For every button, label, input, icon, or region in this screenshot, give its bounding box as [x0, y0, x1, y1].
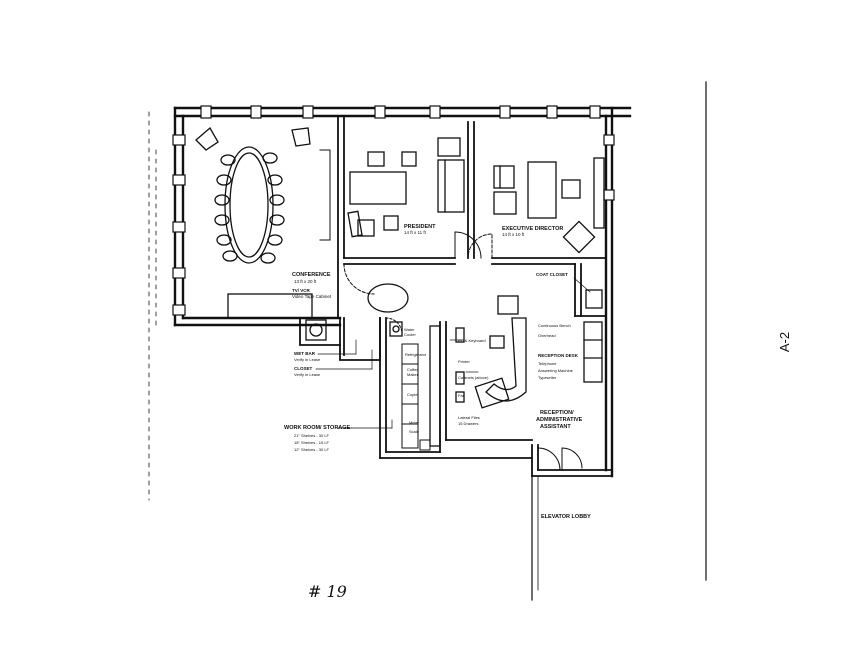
- coat-closet-label: COAT CLOSET: [536, 272, 568, 277]
- closet-note: Verify in Lease: [294, 372, 321, 377]
- cabinets-label: Cabinets (above): [458, 375, 489, 380]
- executive-furniture: [493, 157, 605, 254]
- scan-edge-marks: [148, 111, 157, 501]
- printer-label: Printer: [458, 359, 470, 364]
- closet-label: CLOSET: [294, 366, 313, 371]
- reception-label-3: ASSISTANT: [540, 424, 571, 430]
- work-room-shelves: [401, 343, 431, 451]
- coffee-label-2: Maker: [407, 372, 419, 377]
- typewriter-label: Typewriter: [538, 375, 557, 380]
- president-label: PRESIDENT: [404, 224, 436, 230]
- window-mullions: [172, 105, 615, 316]
- copier-label: Copier: [407, 392, 419, 397]
- water-cooler-label-1: Water: [404, 327, 415, 332]
- refrigerator-label: Refrigerator: [405, 352, 427, 357]
- water-cooler-label-2: Cooler: [404, 332, 416, 337]
- continuous-bench-label: Continuous Bench: [538, 323, 571, 328]
- telephone-label: Telephone: [538, 361, 557, 366]
- reception-furniture: [305, 283, 603, 447]
- reception-label-1: RECEPTION/: [540, 410, 574, 416]
- sheet-number: A-2: [777, 332, 792, 352]
- coffee-label-1: Coffee: [407, 367, 419, 372]
- executive-director-size: 14 ft x 10 ft: [502, 232, 525, 237]
- room-labels: CONFERENCE 13 ft x 20 ft TV/ VCR Video T…: [284, 224, 591, 520]
- leader-lines: [315, 277, 591, 429]
- pc-keyboard-label: PC & Keyboard: [458, 338, 486, 343]
- tv-vcr-label: TV/ VCR: [292, 288, 311, 293]
- fax-label: Fax: [458, 393, 465, 398]
- reception-label-2: ADMINISTRATIVE: [536, 417, 583, 423]
- conference-table: [195, 126, 313, 319]
- meter-label: Meter: [409, 420, 420, 425]
- work-room-shelves-3: 12" Shelves - 30 LF: [294, 447, 330, 452]
- video-cabinet-label: Video Tape Cabinet: [292, 294, 332, 299]
- scale-label: Scale: [409, 429, 420, 434]
- work-room-shelves-1: 21" Shelves - 30 LF: [294, 433, 330, 438]
- conference-label: CONFERENCE: [292, 272, 331, 278]
- elevator-lobby-label: ELEVATOR LOBBY: [541, 514, 591, 520]
- overhead-label: Overhead: [538, 333, 556, 338]
- work-room-shelves-2: 18" Shelves - 15 LF: [294, 440, 330, 445]
- work-room-label: WORK ROOM/ STORAGE: [284, 425, 351, 431]
- executive-director-label: EXECUTIVE DIRECTOR: [502, 226, 563, 232]
- lateral-files-label-2: 15 Drawers: [458, 421, 478, 426]
- interior-walls: [299, 115, 613, 601]
- wet-bar-note: Verify in Lease: [294, 357, 321, 362]
- wet-bar-label: WET BAR: [294, 351, 316, 356]
- president-furniture: [319, 137, 465, 241]
- handwritten-note: # 19: [308, 582, 347, 601]
- conference-size: 13 ft x 20 ft: [294, 279, 317, 284]
- reception-desk-label: RECEPTION DESK: [538, 353, 579, 358]
- answering-machine-label: Answering Machine: [538, 368, 574, 373]
- lateral-files-label-1: Lateral Files: [458, 415, 480, 420]
- fixture-labels: Water Cooler Refrigerator Coffee Maker C…: [404, 323, 579, 434]
- president-size: 14 ft x 11 ft: [404, 230, 427, 235]
